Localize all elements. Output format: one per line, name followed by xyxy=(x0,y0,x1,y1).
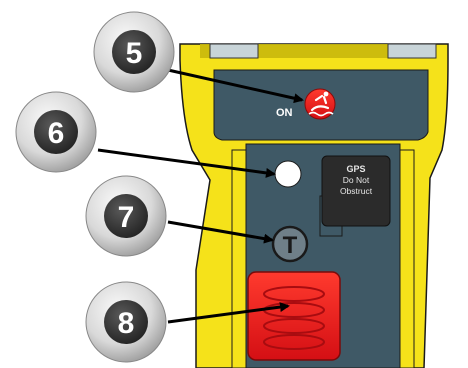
callout-7-core xyxy=(104,194,148,238)
gps-label-line3: Obstruct xyxy=(340,186,373,196)
leader-8 xyxy=(167,302,290,324)
test-glyph: T xyxy=(283,232,298,259)
test-button[interactable]: T xyxy=(271,225,309,263)
person-head xyxy=(323,91,329,97)
leader-lines xyxy=(97,68,304,324)
top-left-socket xyxy=(209,43,259,59)
callout-7-number: 7 xyxy=(118,201,135,234)
gps-label-plate xyxy=(321,155,391,227)
on-label: ON xyxy=(276,107,293,119)
leader-6 xyxy=(97,148,276,178)
person-in-water-icon xyxy=(304,88,336,120)
gps-label-line2: Do Not xyxy=(343,175,370,185)
gps-label-line1: GPS xyxy=(346,164,365,174)
leader-5 xyxy=(167,68,304,104)
callout-8-number: 8 xyxy=(118,307,135,340)
on-button[interactable]: ON xyxy=(276,88,336,120)
callout-6: 6 xyxy=(15,91,97,173)
test-t-icon xyxy=(271,225,309,263)
grip-ridge-4 xyxy=(263,334,325,350)
callout-7: 7 xyxy=(85,175,167,257)
callout-6-number: 6 xyxy=(48,117,65,150)
activation-cover[interactable] xyxy=(247,271,341,361)
callout-5-core xyxy=(112,30,156,74)
gps-label-box: GPS Do Not Obstruct xyxy=(321,155,391,227)
wave-glyph xyxy=(308,111,334,117)
leader-7 xyxy=(167,220,274,244)
left-rail xyxy=(231,149,247,368)
grip-ridge-3 xyxy=(263,318,325,334)
led-indicator-icon xyxy=(274,160,302,188)
callout-5-number: 5 xyxy=(126,37,143,70)
callout-5: 5 xyxy=(93,11,175,93)
person-glyph xyxy=(310,94,330,112)
right-rail xyxy=(399,149,415,368)
top-right-socket xyxy=(387,43,437,59)
callout-6-core xyxy=(34,110,78,154)
callout-8-core xyxy=(104,300,148,344)
callout-8: 8 xyxy=(85,281,167,363)
grip-ridge-1 xyxy=(263,286,325,302)
